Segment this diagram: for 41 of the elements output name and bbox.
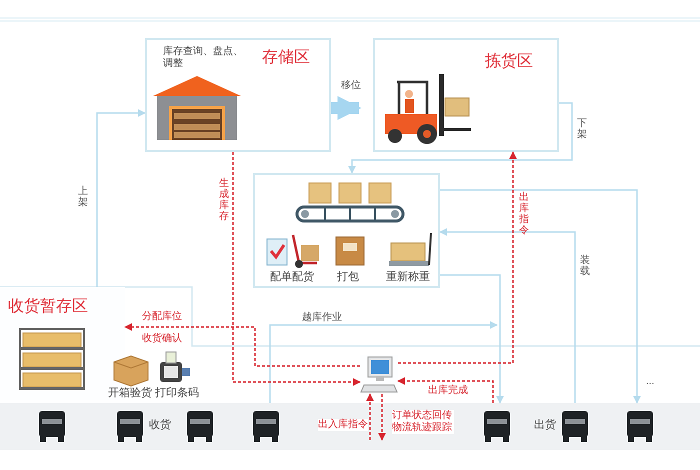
arrow — [439, 228, 576, 403]
arrow — [440, 189, 641, 404]
edge-label: 生成库存 — [219, 178, 229, 222]
arrow — [397, 377, 494, 403]
arrow — [366, 393, 374, 440]
zone-text: 库存查询、盘点、调整 — [163, 46, 244, 70]
edge-label: 订单状态回传物流轨迹跟踪 — [392, 410, 454, 434]
status-text: 收货确认 — [142, 333, 182, 345]
edge-label: 出库完成 — [428, 385, 468, 397]
block-arrow — [331, 96, 362, 120]
edge-label: 装载 — [580, 255, 590, 277]
step-label: 打印条码 — [155, 387, 199, 400]
arrow — [269, 321, 498, 403]
zone-text: 打包 — [336, 271, 360, 284]
dock-band — [0, 403, 700, 450]
arrow — [440, 274, 504, 404]
zone-title: 拣货区 — [485, 52, 533, 72]
zone-title: 存储区 — [262, 48, 310, 68]
edge-label: 下架 — [577, 118, 587, 140]
zone-title: 收货暂存区 — [8, 297, 88, 316]
zone-box — [145, 38, 331, 152]
ellipsis-text: ... — [646, 376, 654, 388]
zone-text: 配单配货 — [269, 271, 315, 284]
zone-text: 出货 — [533, 419, 557, 432]
arrow — [398, 151, 517, 364]
step-label: 开箱验货 — [108, 387, 152, 400]
edge-label: 上架 — [78, 186, 88, 208]
edge-label: 出库指令 — [519, 192, 529, 236]
zone-box — [253, 173, 440, 288]
arrow — [96, 109, 146, 287]
zone-text: 收货 — [148, 419, 172, 432]
zone-text: 重新称重 — [385, 271, 431, 284]
arrow — [378, 394, 386, 441]
zone-box — [373, 38, 559, 152]
arrow — [348, 102, 573, 174]
arrow — [124, 323, 360, 367]
edge-label: 分配库位 — [142, 311, 182, 323]
edge-label: 出入库指令 — [318, 419, 368, 431]
edge-label: 越库作业 — [302, 312, 342, 324]
arrow — [232, 152, 361, 386]
edge-label: 移位 — [341, 80, 361, 92]
